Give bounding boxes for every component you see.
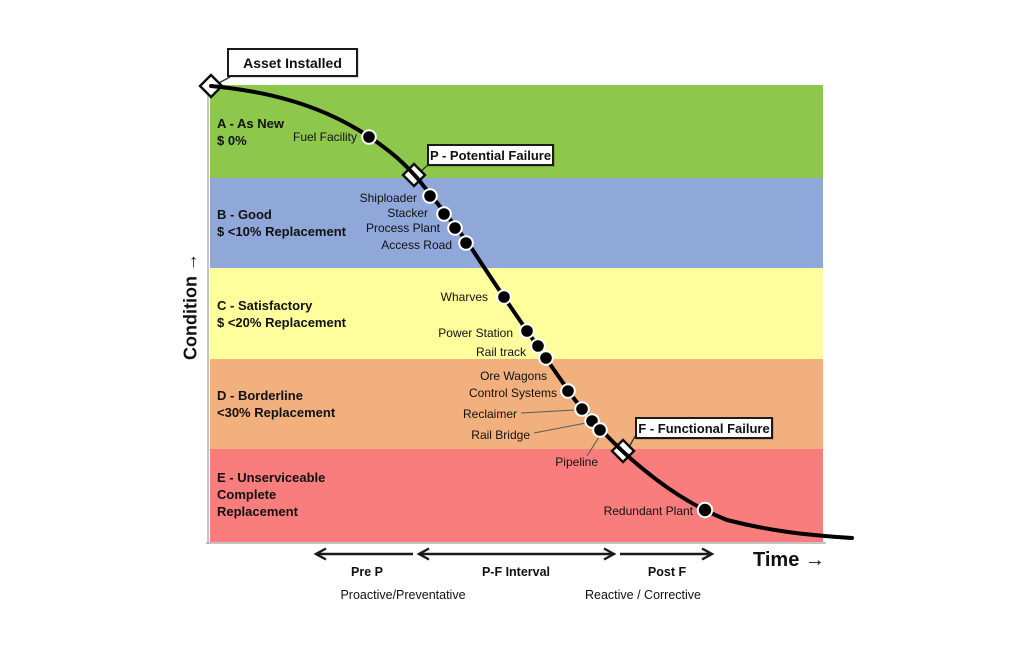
leader-line-reclaimer <box>520 409 576 414</box>
timeline-post-f-label: Post F <box>647 565 687 579</box>
asset-label-access-road: Access Road <box>381 238 452 252</box>
band-c-label: C - Satisfactory $ <20% Replacement <box>217 297 346 331</box>
asset-label-stacker: Stacker <box>387 206 428 220</box>
callout-functional-failure: F - Functional Failure <box>635 417 773 439</box>
asset-label-shiploader: Shiploader <box>359 191 417 205</box>
callout-asset-installed: Asset Installed <box>227 48 358 77</box>
asset-dot-reclaimer <box>574 401 590 417</box>
band-e-label: E - Unserviceable Complete Replacement <box>217 469 325 520</box>
asset-dot-wharves <box>496 289 512 305</box>
asset-label-fuel-facility: Fuel Facility <box>292 130 357 144</box>
asset-dot-rail-track <box>530 338 546 354</box>
asset-label-ore-wagons: Ore Wagons <box>480 369 547 383</box>
pf-interval-arrow <box>416 547 617 561</box>
leader-line-pipeline <box>586 436 600 457</box>
callout-potential-failure: P - Potential Failure <box>427 144 554 166</box>
band-b-label: B - Good $ <10% Replacement <box>217 206 346 240</box>
timeline-pre-p-label: Pre P <box>351 565 383 579</box>
asset-label-pipeline: Pipeline <box>555 455 598 469</box>
band-b-cost: $ <10% Replacement <box>217 224 346 239</box>
timeline-reactive-label: Reactive / Corrective <box>584 588 702 602</box>
asset-dot-redundant-plant <box>696 501 714 519</box>
asset-dot-fuel-facility <box>361 129 377 145</box>
timeline-proactive-label: Proactive/Preventative <box>340 588 466 602</box>
asset-label-power-station: Power Station <box>438 326 513 340</box>
asset-label-process-plant: Process Plant <box>365 221 440 235</box>
band-e-unserviceable <box>210 449 823 542</box>
post-f-arrow <box>620 547 715 561</box>
band-c-title: C - Satisfactory <box>217 298 313 313</box>
band-d-label: D - Borderline <30% Replacement <box>217 387 335 421</box>
asset-label-redundant-plant: Redundant Plant <box>603 504 693 518</box>
band-a-title: A - As New <box>217 116 284 131</box>
asset-label-wharves: Wharves <box>440 290 488 304</box>
band-d-cost: <30% Replacement <box>217 405 336 420</box>
asset-dot-control-systems <box>560 383 576 399</box>
asset-label-control-systems: Control Systems <box>468 386 557 400</box>
band-e-title: E - Unserviceable <box>217 470 326 485</box>
asset-dot-process-plant <box>447 220 463 236</box>
asset-dot-ore-wagons <box>538 350 554 366</box>
band-c-cost: $ <20% Replacement <box>217 315 346 330</box>
asset-dot-power-station <box>519 323 535 339</box>
band-b-good <box>210 178 823 268</box>
band-a-label: A - As New $ 0% <box>217 115 284 149</box>
timeline-pf-interval-label: P-F Interval <box>481 565 551 579</box>
band-d-title: D - Borderline <box>217 388 303 403</box>
pre-p-arrow <box>313 547 413 561</box>
band-a-cost: $ 0% <box>217 133 247 148</box>
band-b-title: B - Good <box>217 207 272 222</box>
asset-dot-access-road <box>458 235 474 251</box>
x-axis-title: Time → <box>753 549 825 571</box>
asset-dot-stacker <box>436 206 452 222</box>
asset-label-rail-bridge: Rail Bridge <box>471 428 530 442</box>
y-axis-title: Condition → <box>180 253 201 360</box>
leader-line-rail-bridge <box>533 422 587 434</box>
band-e-cost: Complete <box>217 487 277 502</box>
asset-dot-shiploader <box>422 188 438 204</box>
band-e-cost2: Replacement <box>217 504 298 519</box>
asset-label-reclaimer: Reclaimer <box>462 407 517 421</box>
asset-dot-pipeline <box>592 422 608 438</box>
asset-label-rail-track: Rail track <box>475 345 526 359</box>
